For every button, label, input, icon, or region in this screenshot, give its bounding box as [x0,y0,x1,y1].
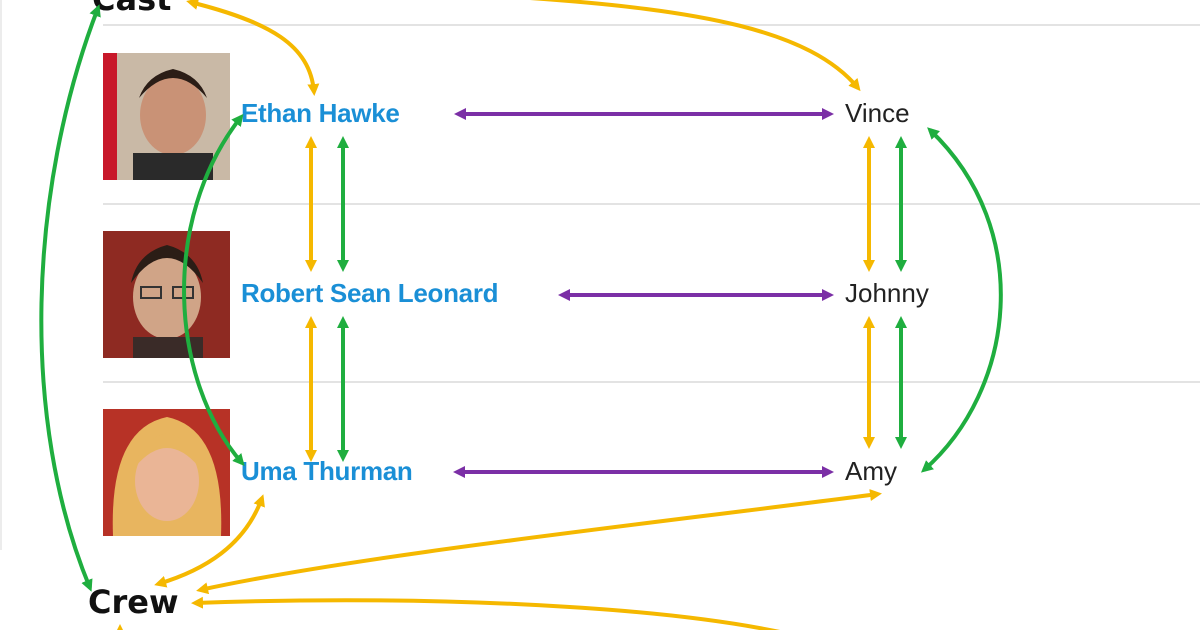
arrow-top-to-vince [529,0,861,92]
actor-link-ethan-hawke[interactable]: Ethan Hawke [241,98,400,128]
arrow-cast-crew [39,4,101,592]
actor-link-robert-sean-leonard[interactable]: Robert Sean Leonard [241,278,499,308]
arrow-crew-bottom [191,596,781,630]
arrow-cast-first-actor [186,0,320,96]
arrow-first-last-role [920,127,1003,473]
arrow-last-actor-crew [154,494,265,588]
row-divider [103,24,1200,26]
role-label-amy: Amy [845,456,897,486]
row-divider [103,381,1200,383]
role-label-johnny: Johnny [845,278,929,308]
panel-edge [0,0,2,550]
role-label-vince: Vince [845,98,910,128]
arrow-last-role-crew [196,489,882,595]
row-divider [103,203,1200,205]
arrow-first-last-actor [182,113,245,467]
cast-heading: Cast [92,0,171,18]
actor-link-uma-thurman[interactable]: Uma Thurman [241,456,413,486]
crew-heading: Crew [88,583,179,621]
